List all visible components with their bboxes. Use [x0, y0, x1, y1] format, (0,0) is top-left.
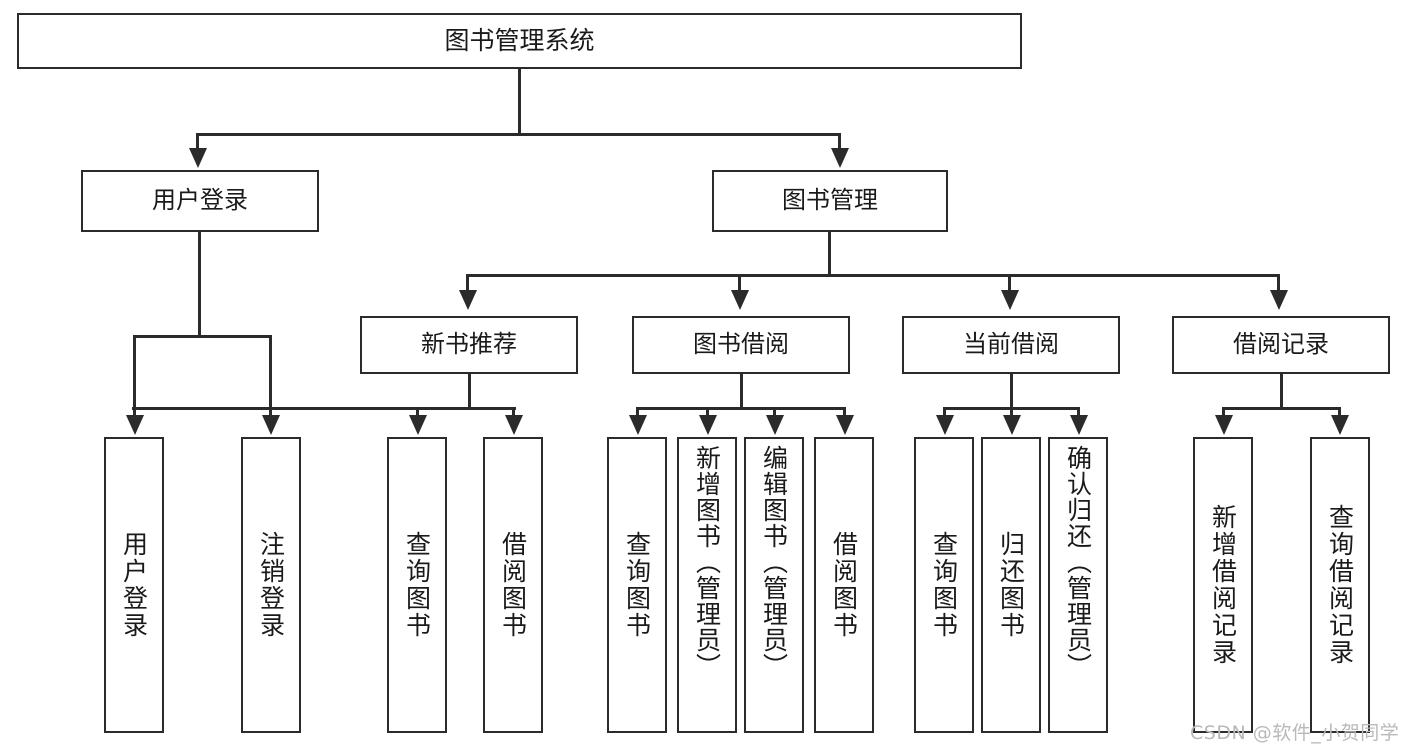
leaf-user-login[interactable]: 用户登录	[104, 437, 164, 733]
leaf-return-book-label: 归还图书	[996, 531, 1026, 639]
connector-bm-drop-3	[1008, 274, 1011, 290]
node-user-login-label: 用户登录	[152, 186, 248, 215]
arrowhead-to-leaf-confirm-return	[1070, 415, 1088, 435]
leaf-query-book-1[interactable]: 查询图书	[387, 437, 447, 733]
connector-bb-bus	[636, 407, 844, 410]
node-new-book-recommend[interactable]: 新书推荐	[360, 316, 578, 374]
connector-bb-drop-4	[843, 407, 846, 417]
connector-bm-drop-2	[738, 274, 741, 290]
leaf-borrow-book-2-label: 借阅图书	[829, 531, 859, 639]
arrowhead-to-leaf-logout-login	[262, 415, 280, 435]
node-book-borrow-label: 图书借阅	[693, 330, 789, 359]
leaf-add-borrow-record[interactable]: 新增借阅记录	[1193, 437, 1253, 733]
arrowhead-to-leaf-edit-book	[766, 415, 784, 435]
leaf-edit-book-label: 编辑图书（管理员）	[759, 445, 789, 679]
arrowhead-to-book-management	[831, 148, 849, 168]
connector-cb-drop-3	[1077, 407, 1080, 417]
connector-user-login-bus	[133, 335, 272, 338]
leaf-add-book[interactable]: 新增图书（管理员）	[677, 437, 737, 733]
csdn-watermark-text: CSDN @软件_小贺同学	[1190, 722, 1400, 744]
arrowhead-to-leaf-query-book-3	[936, 415, 954, 435]
connector-book-management-stem	[828, 232, 831, 276]
connector-nbr-stem	[468, 374, 471, 409]
connector-cb-stem	[1010, 374, 1013, 409]
node-borrow-record-label: 借阅记录	[1233, 330, 1329, 359]
arrowhead-to-current-borrow	[1001, 290, 1019, 310]
connector-root-drop-left	[196, 133, 199, 148]
leaf-logout-login-label: 注销登录	[256, 531, 286, 639]
leaf-logout-login[interactable]: 注销登录	[241, 437, 301, 733]
arrowhead-to-leaf-add-borrow-record	[1215, 415, 1233, 435]
connector-cb-drop-2	[1010, 407, 1013, 417]
node-borrow-record[interactable]: 借阅记录	[1172, 316, 1390, 374]
connector-bb-drop-1	[636, 407, 639, 417]
connector-br-bus	[1222, 407, 1341, 410]
connector-user-login-drop-2	[269, 335, 272, 417]
node-current-borrow-label: 当前借阅	[963, 330, 1059, 359]
connector-cb-drop-1	[943, 407, 946, 417]
connector-bm-drop-1	[466, 274, 469, 290]
csdn-watermark: CSDN @软件_小贺同学	[1190, 718, 1399, 745]
connector-nbr-drop-1	[416, 407, 419, 417]
node-user-login[interactable]: 用户登录	[81, 170, 319, 232]
leaf-query-book-3[interactable]: 查询图书	[914, 437, 974, 733]
leaf-add-book-label: 新增图书（管理员）	[692, 445, 722, 679]
arrowhead-to-leaf-query-book-2	[629, 415, 647, 435]
leaf-user-login-label: 用户登录	[119, 531, 149, 639]
connector-bm-drop-4	[1277, 274, 1280, 290]
arrowhead-to-user-login	[189, 148, 207, 168]
connector-bb-drop-2	[706, 407, 709, 417]
leaf-return-book[interactable]: 归还图书	[981, 437, 1041, 733]
node-book-management-label: 图书管理	[782, 186, 878, 215]
arrowhead-to-leaf-query-book-1	[409, 415, 427, 435]
leaf-borrow-book-1-label: 借阅图书	[498, 531, 528, 639]
leaf-add-borrow-record-label: 新增借阅记录	[1208, 504, 1238, 666]
connector-br-stem	[1280, 374, 1283, 409]
connector-nbr-drop-2	[512, 407, 515, 417]
arrowhead-to-leaf-add-book	[699, 415, 717, 435]
connector-user-login-drop-1	[133, 335, 136, 417]
connector-br-drop-2	[1338, 407, 1341, 417]
leaf-borrow-book-1[interactable]: 借阅图书	[483, 437, 543, 733]
leaf-query-book-3-label: 查询图书	[929, 531, 959, 639]
connector-root-bus	[196, 133, 840, 136]
arrowhead-to-leaf-user-login	[126, 415, 144, 435]
arrowhead-to-leaf-query-borrow-record	[1331, 415, 1349, 435]
node-new-book-recommend-label: 新书推荐	[421, 330, 517, 359]
leaf-confirm-return[interactable]: 确认归还（管理员）	[1048, 437, 1108, 733]
leaf-borrow-book-2[interactable]: 借阅图书	[814, 437, 874, 733]
connector-bb-stem	[740, 374, 743, 409]
leaf-edit-book[interactable]: 编辑图书（管理员）	[744, 437, 804, 733]
leaf-query-book-2-label: 查询图书	[622, 531, 652, 639]
connector-user-login-stem	[198, 232, 201, 338]
node-book-borrow[interactable]: 图书借阅	[632, 316, 850, 374]
connector-root-drop-right	[838, 133, 841, 148]
leaf-query-book-1-label: 查询图书	[402, 531, 432, 639]
connector-root-stem	[518, 69, 521, 133]
leaf-query-book-2[interactable]: 查询图书	[607, 437, 667, 733]
connector-nbr-bus	[132, 407, 516, 410]
node-current-borrow[interactable]: 当前借阅	[902, 316, 1120, 374]
leaf-query-borrow-record[interactable]: 查询借阅记录	[1310, 437, 1370, 733]
leaf-query-borrow-record-label: 查询借阅记录	[1325, 504, 1355, 666]
connector-br-drop-1	[1222, 407, 1225, 417]
arrowhead-to-leaf-return-book	[1003, 415, 1021, 435]
leaf-confirm-return-label: 确认归还（管理员）	[1063, 445, 1093, 679]
node-book-management[interactable]: 图书管理	[712, 170, 948, 232]
connector-bb-drop-3	[773, 407, 776, 417]
arrowhead-to-new-book-recommend	[459, 290, 477, 310]
arrowhead-to-borrow-record	[1270, 290, 1288, 310]
arrowhead-to-leaf-borrow-book-1	[505, 415, 523, 435]
arrowhead-to-book-borrow	[731, 290, 749, 310]
node-root-system-label: 图书管理系统	[444, 25, 595, 55]
arrowhead-to-leaf-borrow-book-2	[836, 415, 854, 435]
connector-book-management-bus	[466, 274, 1280, 277]
node-root-system[interactable]: 图书管理系统	[17, 13, 1022, 69]
